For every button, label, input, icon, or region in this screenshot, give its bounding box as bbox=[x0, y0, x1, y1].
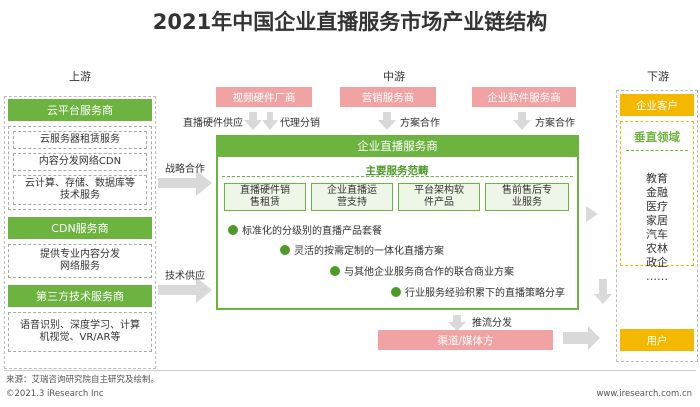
center-header: 企业直播服务商 bbox=[216, 135, 579, 157]
bullet-1: 标准化的分级别的直播产品套餐 bbox=[228, 222, 382, 237]
cloud-item-1: 云服务器租赁服务 bbox=[13, 131, 147, 149]
bullet-dot-icon bbox=[330, 265, 340, 276]
arrow-channel-right bbox=[563, 326, 600, 350]
bullet-text: 标准化的分级别的直播产品套餐 bbox=[242, 226, 382, 237]
page-title: 2021年中国企业直播服务市场产业链结构 bbox=[152, 10, 548, 34]
footer-divider bbox=[4, 370, 696, 371]
user-box: 用户 bbox=[620, 329, 694, 351]
bullet-text: 灵活的按需定制的一体化直播方案 bbox=[294, 246, 444, 257]
downstream-frame bbox=[616, 90, 698, 362]
footer-website: www.iresearch.com.cn bbox=[596, 389, 692, 399]
sector-item: 政企 bbox=[646, 256, 668, 269]
channel-media: 渠道/媒体方 bbox=[378, 330, 553, 350]
cloud-provider-box: 云服务器租赁服务 内容分发网络CDN 云计算、存储、数据库等技术服务 bbox=[8, 126, 152, 210]
service-hardware: 直播硬件销售租赁 bbox=[224, 183, 306, 211]
vertical-domain-box bbox=[620, 121, 694, 266]
column-label-downstream: 下游 bbox=[647, 70, 669, 83]
label-strategic-cooperation: 战略合作 bbox=[165, 164, 205, 175]
supplier-marketing: 营销服务商 bbox=[340, 87, 436, 107]
bullet-dot-icon bbox=[228, 224, 238, 235]
third-party-item: 语音识别、深度学习、计算机视觉、VR/AR等 bbox=[8, 312, 152, 352]
upstream-frame bbox=[4, 96, 156, 369]
vertical-divider bbox=[626, 150, 688, 151]
label-software-cooperation: 方案合作 bbox=[535, 118, 575, 129]
arrow-marketing bbox=[378, 112, 396, 130]
bullet-4: 行业服务经验积累下的直播策略分享 bbox=[391, 284, 565, 299]
supplier-software: 企业软件服务商 bbox=[472, 87, 576, 107]
sector-item: …… bbox=[646, 270, 668, 283]
label-marketing-cooperation: 方案合作 bbox=[400, 118, 440, 129]
column-label-upstream: 上游 bbox=[69, 70, 91, 83]
cloud-item-2: 内容分发网络CDN bbox=[13, 153, 147, 171]
cdn-provider-item: 提供专业内容分发网络服务 bbox=[8, 244, 152, 278]
arrow-promotion-down bbox=[448, 315, 466, 331]
bullet-3: 与其他企业服务商合作的联合商业方案 bbox=[330, 263, 514, 278]
sector-item: 农林 bbox=[646, 242, 668, 255]
footer-source: 来源：艾瑞咨询研究院自主研究及绘制。 bbox=[6, 375, 160, 385]
arrow-center-right bbox=[586, 206, 598, 222]
bullet-2: 灵活的按需定制的一体化直播方案 bbox=[280, 242, 444, 257]
sector-item: 教育 bbox=[646, 172, 668, 185]
label-hardware-supply: 直播硬件供应 bbox=[183, 118, 243, 129]
sector-item: 医疗 bbox=[646, 200, 668, 213]
label-agent-distribution: 代理分销 bbox=[280, 118, 320, 129]
vertical-title: 垂直领域 bbox=[634, 130, 680, 144]
column-label-midstream: 中游 bbox=[383, 70, 405, 83]
service-platform: 平台架构软件产品 bbox=[398, 183, 480, 211]
scope-divider bbox=[222, 176, 573, 177]
supplier-video-hardware: 视频硬件厂商 bbox=[216, 87, 312, 107]
cloud-item-3: 云计算、存储、数据库等技术服务 bbox=[13, 175, 147, 205]
sector-item: 金融 bbox=[646, 186, 668, 199]
enterprise-customer: 企业客户 bbox=[620, 94, 694, 116]
scope-title: 主要服务范畴 bbox=[365, 165, 429, 177]
footer-copyright: ©2021.3 iResearch Inc bbox=[6, 389, 104, 399]
arrow-enterprise-user bbox=[594, 279, 612, 304]
third-party-header: 第三方技术服务商 bbox=[8, 285, 152, 307]
bullet-text: 行业服务经验积累下的直播策略分享 bbox=[405, 288, 565, 299]
arrow-tech-supply bbox=[158, 277, 212, 303]
center-service-provider-block bbox=[216, 135, 579, 310]
service-support: 售前售后专业服务 bbox=[485, 183, 569, 211]
bullet-dot-icon bbox=[391, 286, 401, 297]
service-operation: 企业直播运营支持 bbox=[311, 183, 393, 211]
sector-list: 教育 金融 医疗 家居 汽车 农林 政企 …… bbox=[620, 172, 694, 284]
bullet-dot-icon bbox=[280, 244, 290, 255]
arrow-strategic bbox=[158, 170, 212, 196]
arrow-software bbox=[513, 112, 531, 130]
label-tech-supply: 技术供应 bbox=[165, 271, 205, 282]
cloud-provider-header: 云平台服务商 bbox=[8, 99, 152, 121]
bullet-text: 与其他企业服务商合作的联合商业方案 bbox=[344, 267, 514, 278]
arrow-distribution bbox=[262, 112, 278, 130]
label-promotion: 推流分发 bbox=[472, 318, 512, 329]
cdn-provider-header: CDN服务商 bbox=[8, 217, 152, 239]
arrow-hardware-supply bbox=[244, 112, 262, 130]
sector-item: 家居 bbox=[646, 214, 668, 227]
sector-item: 汽车 bbox=[646, 228, 668, 241]
